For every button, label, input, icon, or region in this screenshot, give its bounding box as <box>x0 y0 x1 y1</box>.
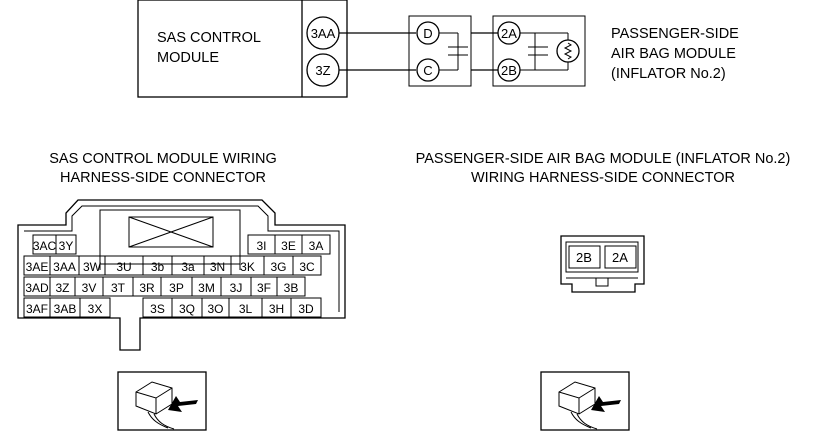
airbag-module-block: 2A 2B <box>492 15 586 87</box>
pin-label-3w: 3W <box>83 260 102 274</box>
module-label-line1: SAS CONTROL <box>157 30 261 46</box>
pin-c: C <box>423 63 432 78</box>
pin-label-3p: 3P <box>169 281 184 295</box>
pin-label-3ad: 3AD <box>25 281 49 295</box>
sas-connector-title-line2: HARNESS-SIDE CONNECTOR <box>60 170 266 186</box>
pin-label-3s: 3S <box>150 302 165 316</box>
pin-label-3d: 3D <box>298 302 314 316</box>
airbag-label-line2: AIR BAG MODULE <box>611 46 736 62</box>
pin-label-3k: 3K <box>240 260 255 274</box>
pin-label-3u: 3U <box>116 260 131 274</box>
pin-label-3f: 3F <box>257 281 271 295</box>
pin-label-3l: 3L <box>239 302 253 316</box>
airbag-pin-2a: 2A <box>612 250 628 265</box>
pin-label-3e: 3E <box>281 239 296 253</box>
terminal-2b: 2B <box>501 63 517 78</box>
pin-label-3ab: 3AB <box>54 302 77 316</box>
pin-label-3aa: 3AA <box>53 260 76 274</box>
harness-side-view-icon <box>540 371 630 431</box>
airbag-pin-2b: 2B <box>576 250 592 265</box>
airbag-label-line3: (INFLATOR No.2) <box>611 66 726 82</box>
pin-label-3b: 3B <box>284 281 299 295</box>
pin-label-3b: 3b <box>151 260 165 274</box>
pin-label-3c: 3C <box>299 260 315 274</box>
module-label-line2: MODULE <box>157 50 219 66</box>
pin-label-3z: 3Z <box>55 281 69 295</box>
pin-label-3v: 3V <box>82 281 97 295</box>
pin-label-3i: 3I <box>256 239 266 253</box>
pin-label-3a: 3A <box>309 239 324 253</box>
sas-control-module-block: SAS CONTROL MODULE 3AA 3Z <box>137 0 348 98</box>
airbag-connector-title-line2: WIRING HARNESS-SIDE CONNECTOR <box>471 170 735 186</box>
intermediate-connector: D C <box>408 15 472 87</box>
inflator-icon <box>556 39 580 63</box>
pin-label-3o: 3O <box>207 302 223 316</box>
pin-cell <box>290 297 322 318</box>
pin-cell <box>276 276 306 297</box>
airbag-connector-face: 2B 2A <box>560 235 645 293</box>
harness-side-view-icon <box>117 371 207 431</box>
pin-label-3g: 3G <box>270 260 286 274</box>
pin-label-3x: 3X <box>88 302 103 316</box>
pin-label-3y: 3Y <box>59 239 74 253</box>
pin-label-3m: 3M <box>198 281 215 295</box>
pin-cell <box>301 234 331 255</box>
airbag-label-line1: PASSENGER-SIDE <box>611 26 739 42</box>
sas-connector-title-line1: SAS CONTROL MODULE WIRING <box>49 151 276 167</box>
terminal-2a: 2A <box>501 26 517 41</box>
connector-lock <box>99 209 241 265</box>
pin-cell <box>55 234 77 255</box>
terminal-3z: 3Z <box>315 63 330 78</box>
pin-label-3n: 3N <box>210 260 225 274</box>
pin-label-3t: 3T <box>111 281 126 295</box>
pin-label-3j: 3J <box>230 281 243 295</box>
pin-cell <box>292 255 322 276</box>
airbag-connector-title-line1: PASSENGER-SIDE AIR BAG MODULE (INFLATOR … <box>416 151 791 167</box>
pin-label-3af: 3AF <box>26 302 48 316</box>
pin-label-3a: 3a <box>181 260 195 274</box>
pin-label-3ac: 3AC <box>33 239 57 253</box>
pin-label-3r: 3R <box>139 281 155 295</box>
terminal-3aa: 3AA <box>311 26 336 41</box>
pin-label-3h: 3H <box>269 302 284 316</box>
pin-d: D <box>423 26 432 41</box>
pin-cell <box>79 297 111 318</box>
pin-label-3ae: 3AE <box>26 260 49 274</box>
pin-label-3q: 3Q <box>179 302 195 316</box>
